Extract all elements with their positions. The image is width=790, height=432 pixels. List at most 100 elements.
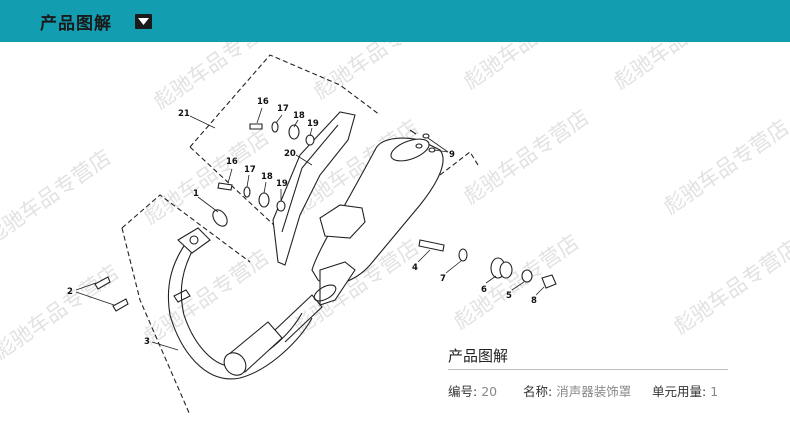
leader-line [75, 282, 97, 291]
sensor-bung [173, 289, 191, 303]
part-number-value: 20 [481, 384, 498, 399]
gasket-1 [212, 209, 228, 227]
leader-line [309, 127, 313, 137]
watermark-text: 彪驰车品专营店 [449, 230, 583, 334]
bolt-16a [249, 123, 263, 130]
bolt-16b [217, 182, 233, 191]
leader-line [227, 168, 233, 184]
info-divider [448, 369, 728, 370]
callout-17: 17 [244, 165, 256, 175]
callout-21: 21 [178, 109, 190, 119]
unit-quantity-row: 单元用量: 1 [652, 381, 718, 400]
header-title: 产品图解 [40, 14, 112, 34]
stud-9d [415, 143, 423, 149]
mounting-bracket [319, 204, 366, 239]
part-name-value: 消声器装饰罩 [556, 384, 632, 399]
region-outline-right [439, 151, 479, 176]
leader-line [189, 115, 216, 129]
washer-17a [271, 121, 279, 133]
callout-18: 18 [293, 111, 305, 121]
muffler-cone [319, 261, 356, 306]
leader-line [151, 341, 179, 351]
header-pipe-3 [167, 239, 313, 380]
leader-line [197, 196, 219, 213]
bolt-2a [94, 276, 111, 290]
callout-8: 8 [531, 296, 537, 306]
watermark-text: 彪驰车品专营店 [669, 235, 790, 339]
leader-line [293, 119, 299, 128]
leader-line [263, 181, 267, 194]
collar-19a [305, 134, 315, 146]
region-outline-pipe [121, 194, 251, 263]
muffler-inlet-ring [313, 284, 337, 302]
header-bar: 产品图解 [0, 0, 790, 42]
leader-line [246, 174, 250, 188]
leader-line [427, 137, 449, 153]
part-number-row: 编号: 20 [448, 381, 497, 400]
part-name-label: 名称: [523, 384, 553, 399]
connector-pipe [274, 294, 323, 343]
callout-19: 19 [276, 179, 288, 189]
muffler-body [311, 137, 444, 285]
callout-3: 3 [144, 337, 150, 347]
bolt-2b [112, 298, 129, 312]
callout-5: 5 [506, 291, 512, 301]
callout-7: 7 [440, 274, 446, 284]
leader-line [535, 286, 545, 296]
bolt-4 [418, 239, 445, 252]
pipe-sleeve-end [223, 352, 247, 376]
watermark-text: 彪驰车品专营店 [139, 245, 273, 349]
info-title: 产品图解 [448, 347, 509, 365]
callout-18: 18 [261, 172, 273, 182]
muffler-cover-20 [272, 111, 356, 266]
callout-2: 2 [67, 287, 73, 297]
washer-7 [458, 248, 468, 262]
watermark-text: 彪驰车品专营店 [609, 42, 743, 94]
callout-4: 4 [412, 263, 418, 273]
exploded-parts-diagram: 彪驰车品专营店 彪驰车品专营店 彪驰车品专营店 彪驰车品专营店 彪驰车品专营店 … [0, 42, 790, 416]
leader-line [485, 275, 497, 284]
grommet-18b [258, 192, 270, 208]
callout-20: 20 [284, 149, 296, 159]
caret-down-icon[interactable] [135, 14, 152, 29]
stud-9a [409, 129, 417, 135]
nut-8 [541, 274, 557, 289]
leader-line [433, 149, 449, 153]
leader-line [295, 154, 313, 166]
callout-17: 17 [277, 104, 289, 114]
watermark-text: 彪驰车品专营店 [139, 125, 273, 229]
washer-17b [243, 186, 251, 198]
part-number-label: 编号: [448, 384, 478, 399]
watermark-text: 彪驰车品专营店 [0, 145, 115, 249]
callout-19: 19 [307, 119, 319, 129]
leader-line [445, 260, 462, 274]
leader-line [511, 281, 525, 291]
watermark-text: 彪驰车品专营店 [459, 105, 593, 209]
unit-quantity-value: 1 [710, 384, 719, 399]
callout-16: 16 [226, 157, 238, 167]
muffler-cover-edge [281, 124, 339, 233]
callout-16: 16 [257, 97, 269, 107]
grommet-6-inner [499, 261, 513, 279]
region-outline-pipe [121, 227, 191, 416]
watermark-text: 彪驰车品专营店 [309, 42, 443, 104]
leader-line [275, 114, 283, 124]
leader-line [75, 291, 115, 306]
leader-line [256, 107, 263, 124]
callout-9: 9 [449, 150, 455, 160]
grommet-18a [288, 124, 300, 140]
watermark-text: 彪驰车品专营店 [459, 42, 593, 94]
watermark-text: 彪驰车品专营店 [659, 115, 790, 219]
collar-5 [521, 269, 533, 283]
watermark-text: 彪驰车品专营店 [0, 260, 123, 364]
exhaust-flange [177, 227, 211, 254]
leader-line [417, 249, 431, 263]
unit-quantity-label: 单元用量: [652, 384, 707, 399]
part-name-row: 名称: 消声器装饰罩 [523, 381, 631, 400]
region-outline-upper [189, 54, 381, 148]
flange-hole [189, 235, 199, 245]
stud-9b [422, 133, 430, 139]
callout-6: 6 [481, 285, 487, 295]
collar-19b [276, 200, 286, 212]
callout-1: 1 [193, 189, 199, 199]
